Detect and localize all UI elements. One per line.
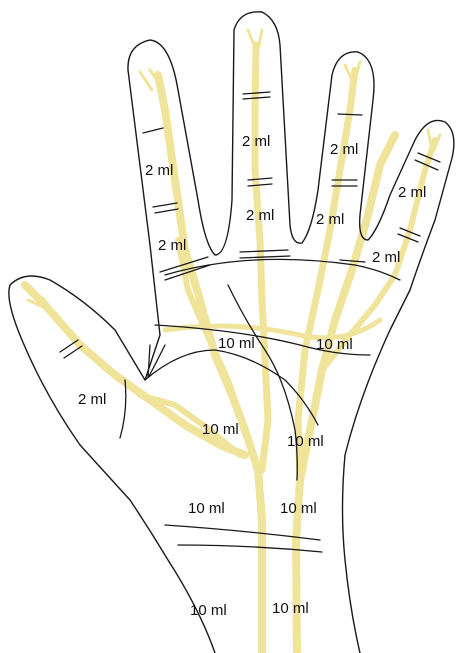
label-palm-lower-right: 10 ml <box>280 500 317 517</box>
label-index-finger-proximal: 2 ml <box>372 249 400 266</box>
crease-little-1 <box>143 128 163 133</box>
vessel-finger-tip-2 <box>248 30 262 50</box>
crease-ring-2 <box>248 178 272 186</box>
label-thumb: 2 ml <box>78 391 106 408</box>
crease-finger-base-2 <box>240 250 290 258</box>
label-ring-finger-proximal: 2 ml <box>246 207 274 224</box>
label-palm-upper-left: 10 ml <box>218 335 255 352</box>
vessel-trunk-left <box>158 75 262 653</box>
crease-middle-1 <box>338 114 362 115</box>
label-wrist-left: 10 ml <box>190 602 227 619</box>
label-middle-finger-proximal: 2 ml <box>316 211 344 228</box>
label-palm-upper-right: 10 ml <box>316 336 353 353</box>
crease-thumb-2 <box>120 380 126 438</box>
label-wrist-right: 10 ml <box>272 600 309 617</box>
label-little-finger: 2 ml <box>145 162 173 179</box>
label-palm-lower-left: 10 ml <box>188 500 225 517</box>
label-middle-finger-distal: 2 ml <box>330 141 358 158</box>
crease-wrist-2 <box>178 545 322 552</box>
label-ring-finger-distal: 2 ml <box>242 133 270 150</box>
vessel-trunk-right <box>296 135 395 653</box>
label-little-finger-proximal: 2 ml <box>158 237 186 254</box>
label-palm-center-right: 10 ml <box>287 433 324 450</box>
crease-little-2 <box>153 203 178 213</box>
label-palm-center: 10 ml <box>202 421 239 438</box>
label-index-finger-distal: 2 ml <box>398 184 426 201</box>
